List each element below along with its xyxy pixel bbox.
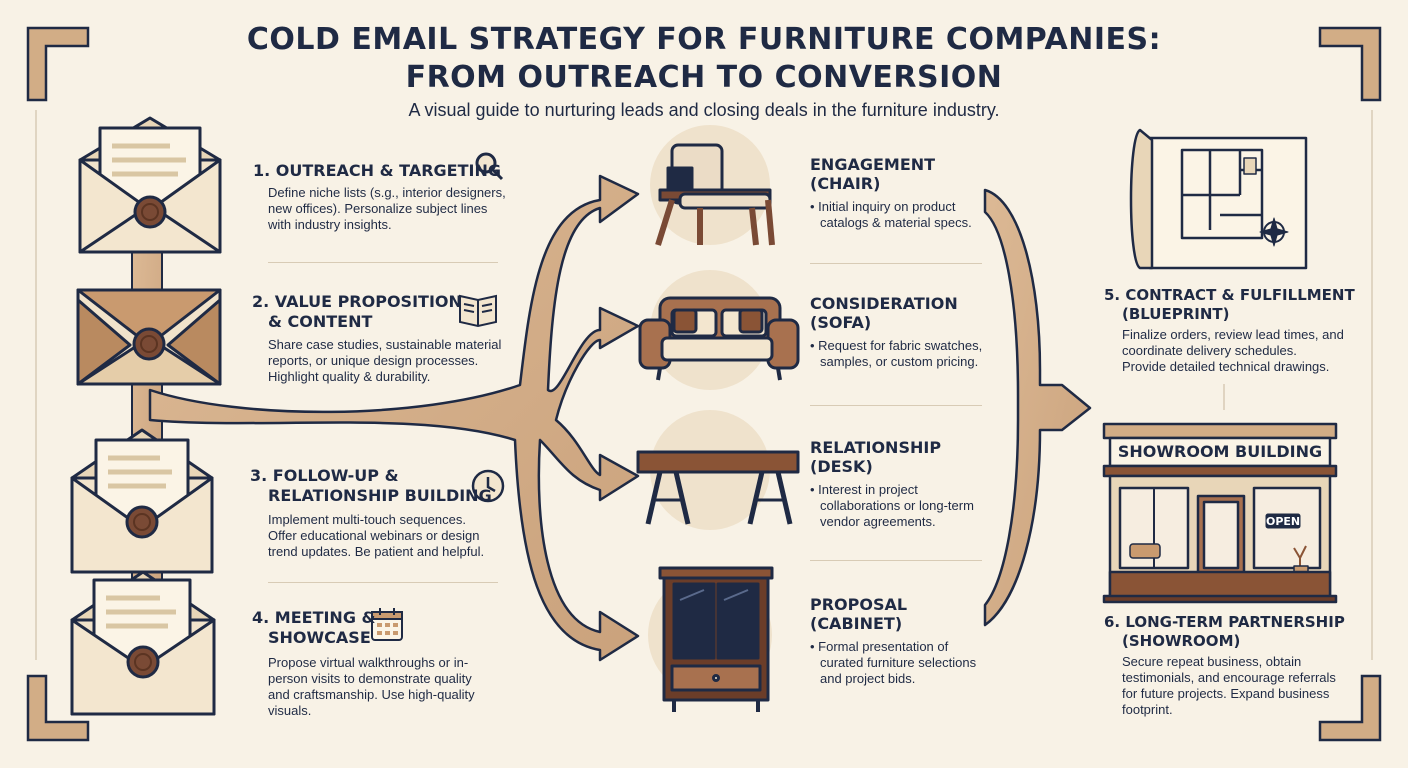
step-6-desc-4: footprint.	[1122, 702, 1173, 717]
divider	[268, 262, 498, 263]
step-5-desc-2: coordinate delivery schedules.	[1122, 343, 1297, 358]
step-3-title-line2: RELATIONSHIP BUILDING	[268, 486, 492, 505]
stage-consideration-subtitle: (SOFA)	[810, 313, 872, 332]
step-5-title-line2: (BLUEPRINT)	[1122, 305, 1230, 323]
stage-consideration-title: CONSIDERATION	[810, 294, 958, 313]
page-subtitle: A visual guide to nurturing leads and cl…	[408, 100, 1000, 120]
step-2-desc-1: Share case studies, sustainable material	[268, 337, 502, 352]
step-4-desc-1: Propose virtual walkthroughs or in-	[268, 655, 469, 670]
stage-proposal-desc-3: and project bids.	[820, 671, 916, 686]
step-3-desc-1: Implement multi-touch sequences.	[268, 512, 466, 527]
stage-relationship-desc-1: Interest in project	[810, 482, 918, 498]
corner-decoration-top-right	[1318, 26, 1382, 102]
stage-relationship-desc-3: vendor agreements.	[820, 514, 936, 529]
stage-consideration-desc-2: samples, or custom pricing.	[820, 354, 979, 369]
step-1-title: 1. OUTREACH & TARGETING	[253, 161, 501, 180]
envelope-icon-4	[70, 570, 216, 716]
blueprint-icon	[1129, 128, 1308, 270]
calendar-icon	[371, 608, 403, 641]
step-4-desc-2: person visits to demonstrate quality	[268, 671, 472, 686]
wood-branch-arrows	[148, 174, 640, 662]
divider	[810, 560, 982, 561]
clock-icon	[471, 469, 505, 503]
step-6-desc-3: for future projects. Expand business	[1122, 686, 1330, 701]
stage-relationship-desc-2: collaborations or long-term	[820, 498, 974, 513]
cabinet-icon	[658, 566, 774, 712]
magnifier-icon	[475, 152, 504, 181]
stage-proposal-subtitle: (CABINET)	[810, 614, 903, 633]
envelope-icon-2	[76, 288, 222, 386]
step-2-title-line2: & CONTENT	[268, 312, 373, 331]
corner-decoration-top-left	[26, 26, 90, 102]
corner-decoration-bottom-right	[1318, 674, 1382, 742]
stage-proposal-title: PROPOSAL	[810, 595, 908, 614]
corner-decoration-bottom-left	[26, 674, 90, 742]
divider	[810, 263, 982, 264]
book-icon	[459, 294, 497, 328]
showroom-icon	[1102, 422, 1338, 604]
divider	[810, 405, 982, 406]
sofa-icon	[638, 296, 800, 381]
step-6-title-line2: (SHOWROOM)	[1122, 632, 1241, 650]
step-2-desc-3: Highlight quality & durability.	[268, 369, 431, 384]
showroom-sign: SHOWROOM BUILDING	[1117, 442, 1323, 461]
step-6-desc-1: Secure repeat business, obtain	[1122, 654, 1302, 669]
step-1-desc-2: new offices). Personalize subject lines	[268, 201, 488, 216]
step-5-title-line1: 5. CONTRACT & FULFILLMENT	[1104, 286, 1355, 304]
stage-engagement-subtitle: (CHAIR)	[810, 174, 881, 193]
desk-icon	[636, 450, 800, 525]
page-title-line1: COLD EMAIL STRATEGY FOR FURNITURE COMPAN…	[246, 22, 1162, 57]
divider	[268, 582, 498, 583]
chair-icon	[655, 143, 775, 246]
step-4-desc-4: visuals.	[268, 703, 312, 718]
open-sign: OPEN	[1266, 515, 1301, 528]
step-1-desc-3: with industry insights.	[268, 217, 392, 232]
step-1-desc-1: Define niche lists (s.g., interior desig…	[268, 185, 506, 200]
stage-consideration-desc-1: Request for fabric swatches,	[810, 338, 982, 354]
step-6-desc-2: testimonials, and encourage referrals	[1122, 670, 1336, 685]
envelope-icon-3	[70, 428, 214, 574]
stage-proposal-desc-2: curated furniture selections	[820, 655, 977, 670]
step-4-desc-3: and craftsmanship. Use high-quality	[268, 687, 475, 702]
step-2-title-line1: 2. VALUE PROPOSITION	[252, 292, 462, 311]
envelope-icon-1	[78, 116, 222, 254]
step-5-desc-1: Finalize orders, review lead times, and	[1122, 327, 1344, 342]
stage-relationship-subtitle: (DESK)	[810, 457, 873, 476]
step-4-title-line1: 4. MEETING &	[252, 608, 376, 627]
step-4-title-line2: SHOWCASE	[268, 628, 371, 647]
wood-arc-right	[983, 188, 1092, 627]
step-2-desc-2: reports, or unique design processes.	[268, 353, 479, 368]
step-3-desc-3: trend updates. Be patient and helpful.	[268, 544, 485, 559]
page-title-line2: FROM OUTREACH TO CONVERSION	[405, 60, 1003, 95]
step-3-title-line1: 3. FOLLOW-UP &	[250, 466, 399, 485]
step-6-title-line1: 6. LONG-TERM PARTNERSHIP	[1104, 613, 1345, 631]
stage-engagement-desc-2: catalogs & material specs.	[820, 215, 972, 230]
step-3-desc-2: Offer educational webinars or design	[268, 528, 480, 543]
stage-proposal-desc-1: Formal presentation of	[810, 639, 948, 655]
stage-relationship-title: RELATIONSHIP	[810, 438, 942, 457]
stage-engagement-desc-1: Initial inquiry on product	[810, 199, 955, 215]
stage-engagement-title: ENGAGEMENT	[810, 155, 936, 174]
step-5-desc-3: Provide detailed technical drawings.	[1122, 359, 1330, 374]
